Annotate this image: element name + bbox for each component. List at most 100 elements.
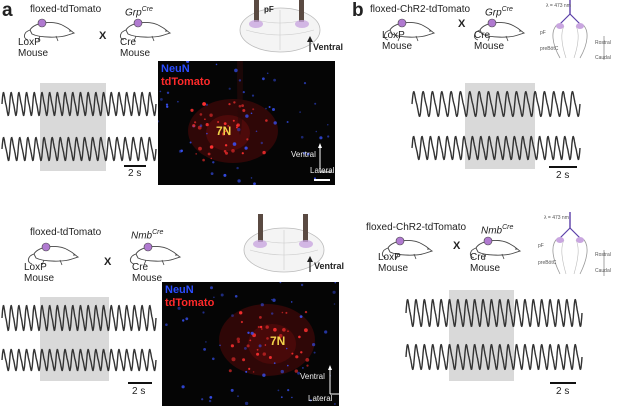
neun-cell — [333, 403, 336, 405]
compass-icon — [318, 143, 332, 173]
neun-cell — [251, 94, 255, 97]
neun-cell — [285, 347, 288, 350]
tdtomato-cell — [239, 311, 243, 315]
micro-scale-bar — [314, 179, 330, 181]
tdtomato-cell — [240, 320, 243, 324]
neun-cell — [265, 107, 267, 110]
scale-bar — [550, 382, 576, 384]
neun-cell — [271, 312, 274, 315]
cre-mouse-label: Cre Mouse — [120, 37, 151, 59]
cre-mouse-label: Cre Mouse — [132, 262, 163, 284]
neun-cell — [333, 303, 336, 305]
tdtomato-cell — [228, 103, 231, 106]
neun-cell — [324, 330, 328, 334]
neun-cell — [250, 331, 254, 335]
prebotc-label: preBötC — [538, 260, 557, 266]
cre-mouse-illustration — [116, 14, 176, 42]
neun-cell — [302, 151, 306, 155]
neun-cell — [262, 373, 266, 377]
tdtomato-cell — [282, 328, 286, 332]
neun-cell — [202, 311, 205, 314]
mouse-icon — [473, 18, 526, 42]
neun-cell — [219, 344, 221, 347]
neun-cell — [173, 301, 176, 303]
neun-cell — [238, 79, 242, 82]
tdtomato-cell — [278, 334, 283, 338]
axis-caudal-label: Caudal — [595, 55, 611, 61]
cross-x-mark: X — [99, 30, 107, 42]
neun-cell — [279, 282, 282, 284]
neun-cell — [287, 364, 289, 367]
neun-cell — [244, 401, 249, 406]
scale-bar-label: 2 s — [556, 170, 570, 181]
tdtomato-cell — [248, 367, 251, 370]
neun-cell — [319, 136, 323, 140]
neun-cell — [160, 98, 163, 101]
tdtomato-cell — [246, 138, 249, 141]
neun-cell — [245, 114, 249, 118]
neun-cell — [277, 389, 280, 392]
tdtomato-cell — [304, 310, 308, 314]
tdtomato-cell — [227, 125, 229, 127]
neun-cell — [185, 317, 189, 321]
trace-bottom — [405, 343, 583, 371]
neun-cell — [242, 91, 245, 94]
cross-x-mark: X — [458, 18, 466, 30]
mouse-icon — [469, 236, 522, 260]
neun-cell — [192, 125, 195, 128]
tdtomato-cell — [262, 352, 266, 356]
tdtomato-cell — [209, 145, 214, 149]
neun-cell — [314, 102, 317, 105]
tdtomato-cell — [210, 157, 213, 160]
tdtomato-cell — [198, 146, 202, 151]
tdtomato-cell — [221, 132, 226, 136]
neun-cell — [258, 344, 262, 348]
tdtomato-cell — [230, 344, 234, 348]
neun-cell — [266, 72, 269, 75]
neun-cell — [165, 323, 168, 326]
compass-lateral-label: Lateral — [310, 166, 335, 175]
neun-cell — [230, 388, 234, 392]
tdtomato-cell — [202, 102, 205, 105]
tdtomato-cell — [242, 109, 246, 112]
brain-section-diagram — [240, 214, 350, 274]
neun-cell — [306, 152, 310, 156]
tdtomato-cell — [294, 369, 298, 373]
neun-cell — [250, 112, 253, 115]
neun-cell — [315, 130, 318, 133]
scale-bar — [124, 165, 146, 167]
tdtomato-cell — [259, 325, 263, 329]
neun-cell — [273, 121, 277, 125]
neun-cell — [287, 389, 290, 392]
cross-left-label: floxed-ChR2-tdTomato — [370, 4, 471, 15]
tdtomato-cell — [265, 119, 268, 122]
trace-top — [1, 91, 157, 117]
micrograph: NeuN tdTomato 7N Ventral Lateral — [162, 282, 339, 406]
loxp-mouse-illustration — [24, 238, 84, 266]
tdtomato-cell — [236, 123, 240, 127]
tdtomato-cell — [236, 126, 238, 129]
loxp-mouse-illustration — [380, 14, 440, 42]
neun-cell — [223, 173, 227, 177]
tdtomato-cell — [256, 348, 259, 351]
cre-mouse-label: Cre Mouse — [470, 252, 501, 274]
tdtomato-cell — [224, 144, 228, 147]
tdtomato-cell — [241, 104, 244, 107]
neun-cell — [297, 371, 301, 375]
neun-cell — [271, 299, 273, 301]
neun-cell — [312, 343, 316, 347]
scale-bar — [549, 166, 577, 168]
tdtomato-cell — [199, 113, 203, 116]
compass-lateral-label: Lateral — [308, 394, 333, 403]
neun-cell — [205, 103, 208, 106]
neun-cell — [212, 161, 215, 164]
tdtomato-cell — [265, 325, 269, 329]
neun-cell — [232, 142, 237, 146]
tdtomato-cell — [259, 316, 262, 319]
tdtomato-cell — [252, 108, 255, 111]
neun-cell — [309, 399, 312, 402]
tdtomato-cell — [287, 330, 289, 332]
scale-bar — [128, 382, 152, 384]
neun-cell — [158, 120, 160, 123]
tdtomato-cell — [298, 335, 301, 339]
